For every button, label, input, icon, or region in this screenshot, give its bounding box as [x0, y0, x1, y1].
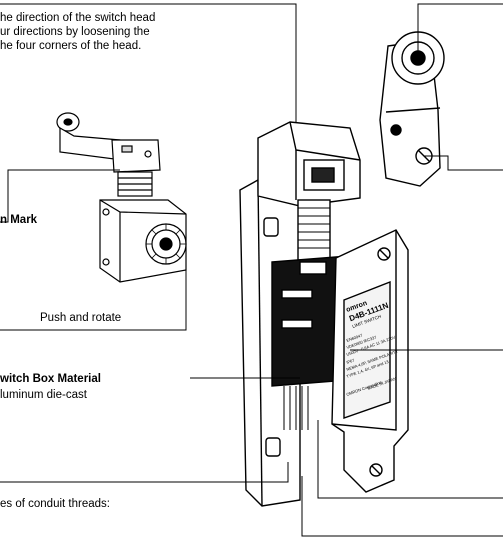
- nameplate-spec1: EN60947: [346, 332, 364, 343]
- push-rotate-label: Push and rotate: [40, 312, 122, 324]
- conduit-threads-label: es of conduit threads:: [0, 498, 110, 510]
- head-direction-note-3: he four corners of the head.: [0, 40, 142, 52]
- callout-top-frame: [0, 3, 297, 150]
- left-leaders: [0, 377, 300, 483]
- wire-leader: [317, 420, 503, 499]
- conduit-leader: [0, 462, 289, 483]
- head-direction-note-2: ur directions by loosening the: [0, 26, 150, 38]
- main-switch-body: [239, 31, 445, 507]
- box-material-title: witch Box Material: [0, 373, 101, 385]
- roller-leader: [417, 3, 503, 58]
- right-leaders: [301, 3, 503, 537]
- inset-head-unit: [56, 112, 187, 283]
- base-leader: [301, 476, 503, 537]
- mark-label: n Mark: [0, 214, 38, 226]
- nameplate-spec4: IP67: [346, 357, 356, 365]
- mark-leader: [0, 169, 120, 223]
- push-rotate-leader: [0, 262, 187, 331]
- head-direction-note-1: he direction of the switch head: [0, 12, 156, 24]
- screw-leader: [424, 155, 503, 171]
- box-material-value: luminum die-cast: [0, 389, 87, 401]
